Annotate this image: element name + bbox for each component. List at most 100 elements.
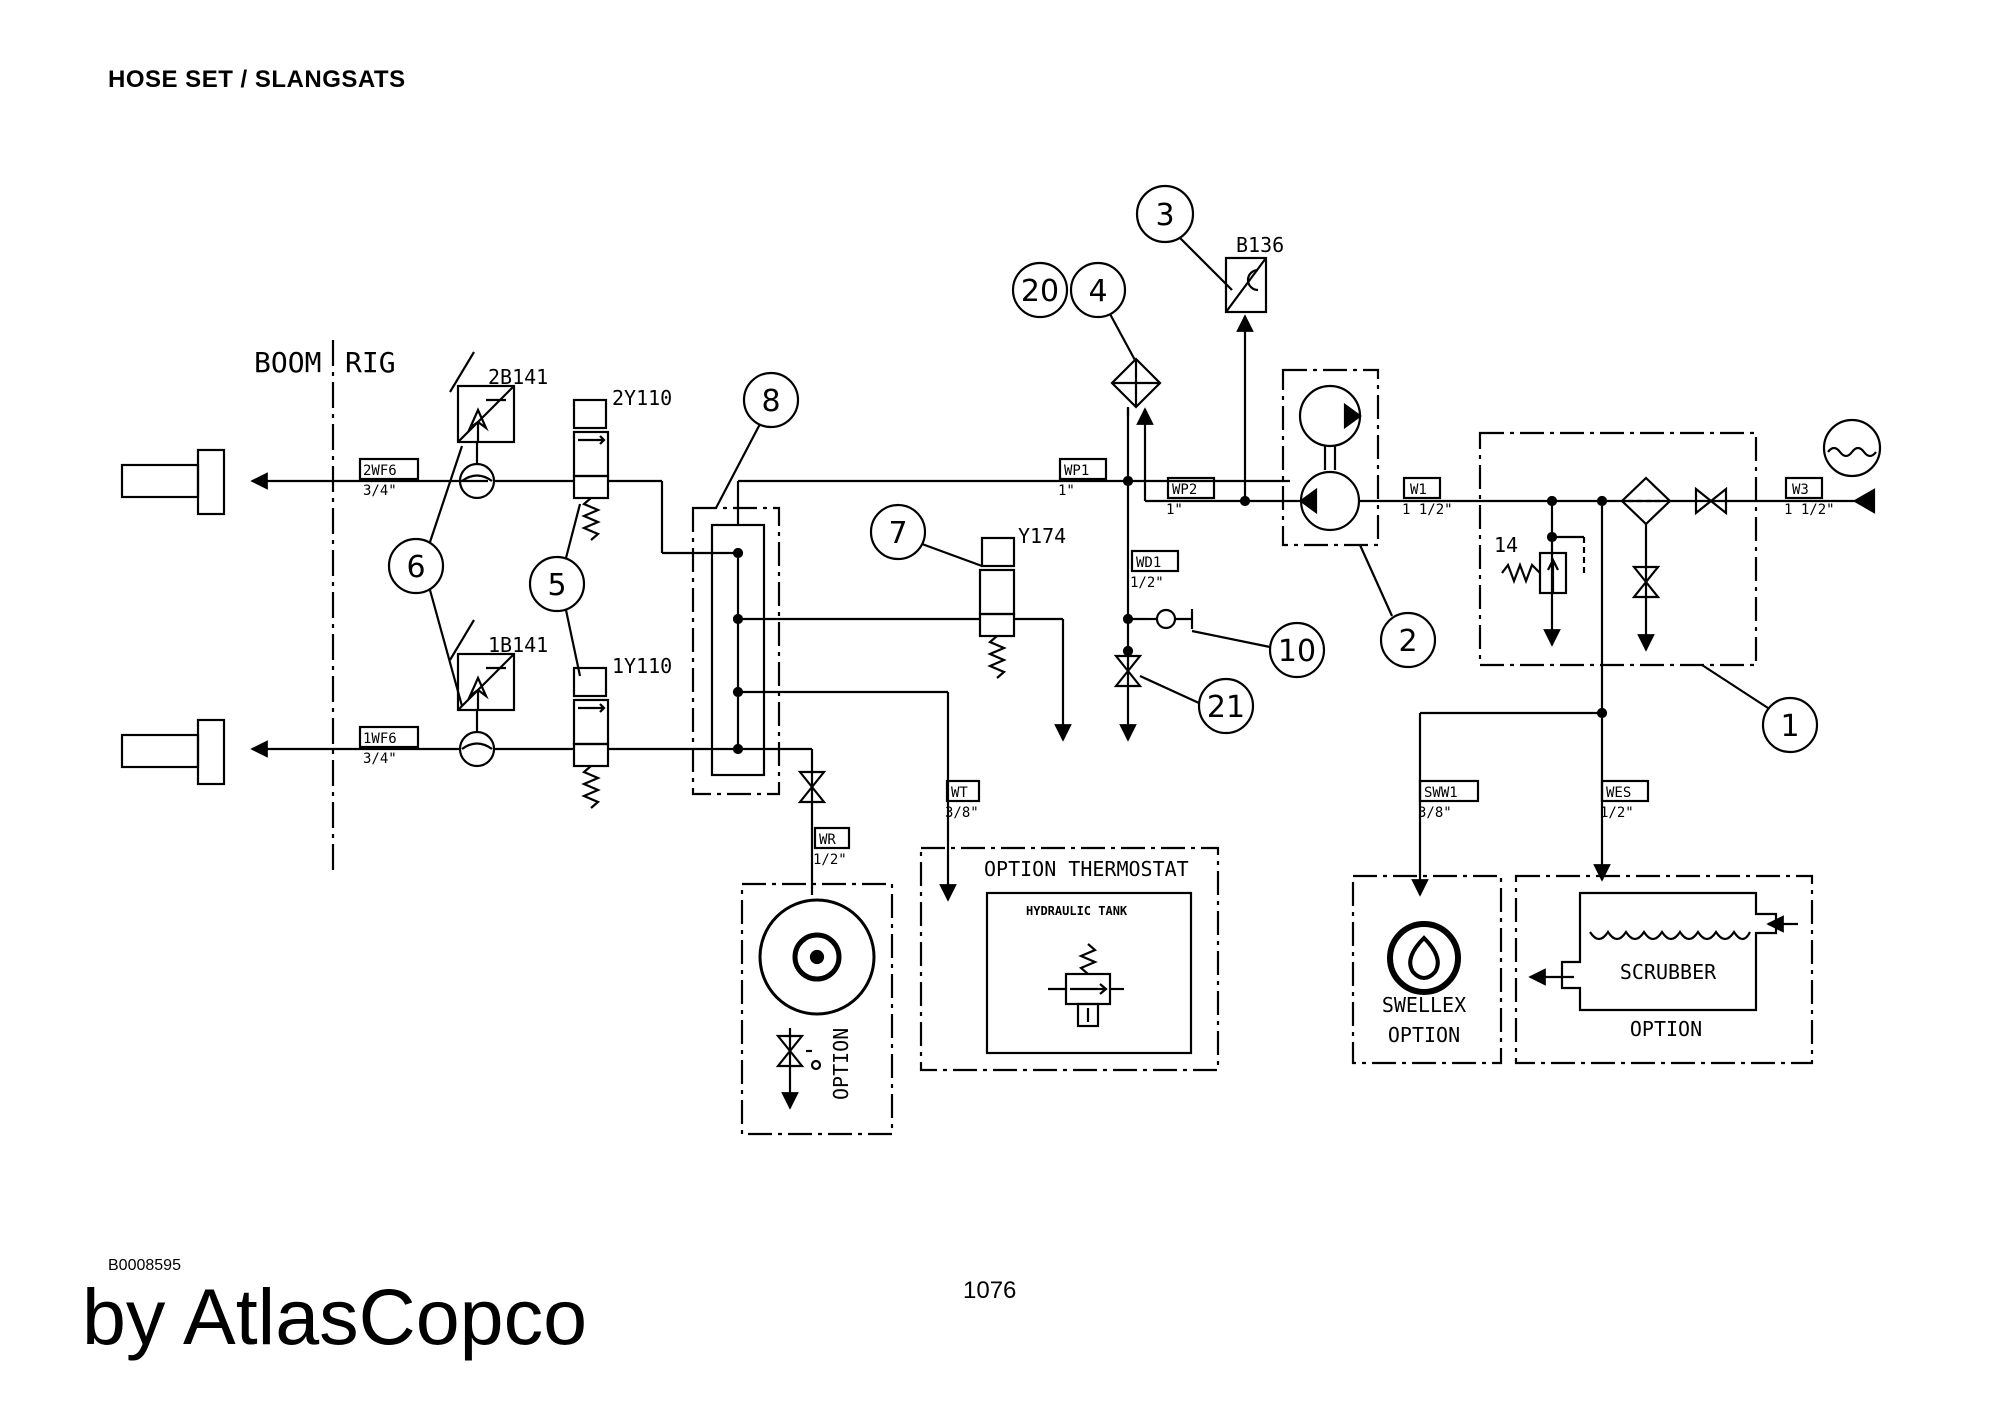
- callout-10-label: 10: [1278, 634, 1316, 669]
- hose-size-wt: 3/8": [945, 805, 979, 821]
- callout-8-label: 8: [761, 384, 780, 419]
- callout-21-label: 21: [1207, 690, 1245, 725]
- page-number: 1076: [963, 1277, 1017, 1304]
- scrubber-label: SCRUBBER: [1620, 960, 1717, 984]
- callout-5-label: 5: [547, 568, 566, 603]
- solenoid-valve-2y110: [572, 398, 610, 541]
- solenoid-valve-y174: [978, 536, 1016, 679]
- callout-7-label: 7: [888, 516, 907, 551]
- hose-size-w3: 1 1/2": [1784, 502, 1835, 518]
- callout-3: [1135, 184, 1195, 244]
- label-1b141: 1B141: [488, 633, 548, 657]
- label-2y110: 2Y110: [612, 386, 672, 410]
- hose-box-wes: [1600, 779, 1650, 803]
- manifold-block: [691, 506, 781, 796]
- pressure-switch-b136: [1224, 256, 1268, 314]
- hose-size-2wf6: 3/4": [363, 483, 397, 499]
- zone-rig: RIG: [345, 346, 396, 379]
- hose-code-wp1: WP1: [1064, 463, 1089, 479]
- pressure-sensor-1b141: [449, 619, 516, 732]
- thermostat-option-box: [919, 846, 1220, 1072]
- thermostat-option-label: OPTION THERMOSTAT: [984, 857, 1189, 881]
- pump-assembly: [1281, 368, 1380, 547]
- hose-code-sww1: SWW1: [1424, 785, 1458, 801]
- check-valve-10: [1148, 608, 1194, 630]
- water-source-icon: [1822, 418, 1882, 478]
- page-title: HOSE SET / SLANGSATS: [108, 66, 406, 93]
- label-y174: Y174: [1018, 524, 1066, 548]
- hose-size-wes: 1/2": [1600, 805, 1634, 821]
- callout-10: [1268, 621, 1326, 679]
- reel-option-box: [740, 882, 894, 1136]
- label-14: 14: [1494, 533, 1518, 557]
- scrubber-option-box: [1514, 874, 1814, 1065]
- hose-code-w1: W1: [1410, 482, 1427, 498]
- callout-20-label: 20: [1021, 274, 1059, 309]
- hose-code-w3: W3: [1792, 482, 1809, 498]
- hose-box-wp2: [1166, 476, 1216, 500]
- zone-boom: BOOM: [254, 346, 321, 379]
- scrubber-option-label: OPTION: [1630, 1017, 1702, 1041]
- callout-2-label: 2: [1398, 624, 1417, 659]
- hose-box-sww1: [1418, 779, 1480, 803]
- pressure-sensor-2b141: [449, 351, 516, 464]
- hose-code-wr: WR: [819, 832, 836, 848]
- relief-valve-14: [1501, 551, 1568, 595]
- label-b136: B136: [1236, 233, 1284, 257]
- callout-6-label: 6: [406, 550, 425, 585]
- callout-6: [387, 537, 445, 595]
- callout-4: [1069, 261, 1127, 319]
- hose-box-wt: [945, 779, 981, 803]
- hose-box-2wf6: [358, 457, 420, 481]
- thermostat-valve: [1048, 943, 1124, 1028]
- hose-size-w1: 1 1/2": [1402, 502, 1453, 518]
- scrubber-tank: [1528, 891, 1798, 1012]
- drain-valve-21: [1113, 654, 1143, 688]
- callout-1-label: 1: [1780, 709, 1799, 744]
- brand-watermark: by AtlasCopco: [82, 1272, 588, 1361]
- swellex-option-label: OPTION: [1388, 1023, 1460, 1047]
- outlet-upper: [120, 448, 226, 516]
- callout-4-label: 4: [1088, 274, 1107, 309]
- callout-21: [1197, 677, 1255, 735]
- reel-option-label: OPTION: [829, 1028, 853, 1100]
- callout-1: [1761, 696, 1819, 754]
- label-1y110: 1Y110: [612, 654, 672, 678]
- hose-box-1wf6: [358, 725, 420, 749]
- drawing-number: B0008595: [108, 1257, 181, 1274]
- filter-unit: [1478, 431, 1758, 667]
- hose-code-wt: WT: [951, 785, 968, 801]
- callout-3-label: 3: [1155, 198, 1174, 233]
- inlet-valve: [1694, 486, 1728, 516]
- hose-reel: [758, 898, 876, 1016]
- callout-5: [528, 555, 586, 613]
- label-2b141: 2B141: [488, 365, 548, 389]
- hose-size-wr: 1/2": [813, 852, 847, 868]
- swellex-option-box: [1351, 874, 1503, 1065]
- hose-size-wp1: 1": [1058, 483, 1075, 499]
- hydraulic-tank: [985, 891, 1193, 1055]
- reel-valve: [797, 770, 827, 804]
- outlet-lower: [120, 718, 226, 786]
- solenoid-valve-1y110: [572, 666, 610, 809]
- callout-20: [1011, 261, 1069, 319]
- swellex-label: SWELLEX: [1382, 993, 1466, 1017]
- hose-code-wp2: WP2: [1172, 482, 1197, 498]
- hose-size-wd1: 1/2": [1130, 575, 1164, 591]
- callout-8: [742, 371, 800, 429]
- hose-code-1wf6: 1WF6: [363, 731, 397, 747]
- hose-box-w1: [1402, 476, 1442, 500]
- flow-sensor-lower: [458, 730, 496, 768]
- hose-size-wp2: 1": [1166, 502, 1183, 518]
- hose-code-wd1: WD1: [1136, 555, 1161, 571]
- hose-box-wp1: [1058, 457, 1108, 481]
- hose-size-sww1: 3/8": [1418, 805, 1452, 821]
- hose-size-1wf6: 3/4": [363, 751, 397, 767]
- hose-box-w3: [1784, 476, 1824, 500]
- callout-7: [869, 503, 927, 561]
- hydraulic-tank-label: HYDRAULIC TANK: [1026, 904, 1128, 918]
- hose-code-wes: WES: [1606, 785, 1631, 801]
- swellex-icon: [1387, 921, 1461, 995]
- hose-box-wd1: [1130, 549, 1180, 573]
